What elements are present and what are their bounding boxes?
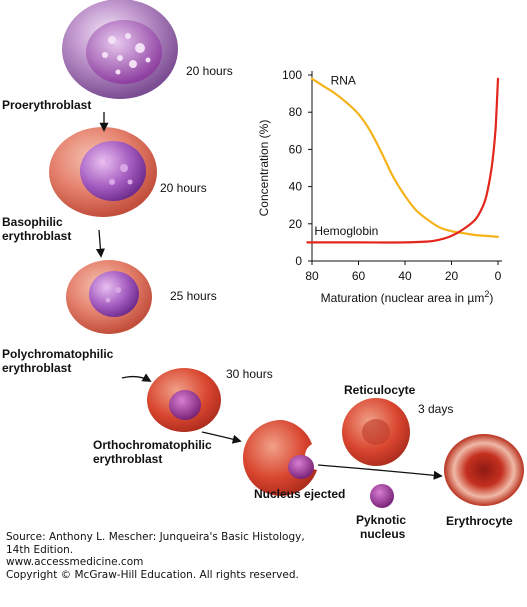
- series-line-hemoglobin: [306, 77, 500, 244]
- polychromatophilic-label-line1: Polychromatophilic: [2, 347, 114, 361]
- x-tick-label-0: 0: [495, 269, 502, 283]
- series-line-rna: [310, 77, 500, 238]
- reticulocyte-label: Reticulocyte: [344, 383, 416, 397]
- basophilic-erythroblast-cell: [49, 127, 157, 217]
- polychromatophilic-erythroblast-cell: [66, 260, 152, 334]
- chart-axes: [308, 71, 502, 265]
- erythrocyte-cell: [444, 434, 524, 506]
- footer-source: Source: Anthony L. Mescher: Junqueira's …: [6, 531, 305, 543]
- y-tick-label-80: 80: [289, 105, 303, 119]
- series-label-hemoglobin: Hemoglobin: [314, 224, 378, 238]
- basophilic-time: 20 hours: [160, 181, 207, 195]
- basophilic-label-line2: erythroblast: [2, 229, 72, 243]
- x-tick-label-40: 40: [398, 269, 412, 283]
- concentration-chart: 0 20 40 60 80 100 80 60 40 20 0 Concentration (%) Ma…: [257, 68, 502, 305]
- orthochromatophilic-label-line2: erythroblast: [93, 452, 163, 466]
- polychromatophilic-time: 25 hours: [170, 289, 217, 303]
- footer-copyright: Copyright © McGraw-Hill Education. All r…: [6, 568, 299, 581]
- nucleus-ejected-label: Nucleus ejected: [254, 487, 346, 501]
- orthochromatophilic-erythroblast-cell: [147, 368, 221, 432]
- pyknotic-nucleus: [370, 484, 394, 508]
- basophilic-label-line1: Basophilic: [2, 215, 63, 229]
- reticulocyte-cell: [342, 398, 410, 466]
- source-footer: Source: Anthony L. Mescher: Junqueira's …: [6, 531, 305, 581]
- orthochromatophilic-label-line1: Orthochromatophilic: [93, 438, 212, 452]
- y-tick-label-20: 20: [289, 217, 303, 231]
- orthochromatophilic-time: 30 hours: [226, 367, 273, 381]
- y-axis-label: Concentration (%): [257, 120, 271, 217]
- pyknotic-label-line2: nucleus: [360, 527, 406, 541]
- x-tick-label-20: 20: [445, 269, 459, 283]
- x-tick-label-60: 60: [352, 269, 366, 283]
- footer-edition: 14th Edition.: [6, 543, 74, 556]
- reticulocyte-time: 3 days: [418, 402, 454, 416]
- y-tick-label-60: 60: [289, 142, 303, 156]
- footer-website: www.accessmedicine.com: [6, 556, 144, 568]
- x-axis-label: Maturation (nuclear area in µm2): [321, 289, 494, 305]
- y-tick-label-40: 40: [289, 180, 303, 194]
- proerythroblast-label: Proerythroblast: [2, 98, 92, 112]
- y-tick-label-0: 0: [295, 254, 302, 268]
- erythrocyte-label: Erythrocyte: [446, 514, 513, 528]
- series-label-rna: RNA: [331, 73, 356, 87]
- proerythroblast-time: 20 hours: [186, 64, 233, 78]
- pyknotic-label-line1: Pyknotic: [356, 513, 407, 527]
- y-tick-label-100: 100: [282, 68, 302, 82]
- x-tick-label-80: 80: [305, 269, 319, 283]
- maturation-arrows: [95, 112, 443, 480]
- nucleus-ejected-cell: [242, 419, 317, 496]
- polychromatophilic-label-line2: erythroblast: [2, 361, 72, 375]
- proerythroblast-cell: [62, 0, 178, 99]
- chart-text: 0 20 40 60 80 100 80 60 40 20 0 Concentration (%) Ma…: [257, 68, 502, 305]
- chart-marks: [306, 77, 500, 244]
